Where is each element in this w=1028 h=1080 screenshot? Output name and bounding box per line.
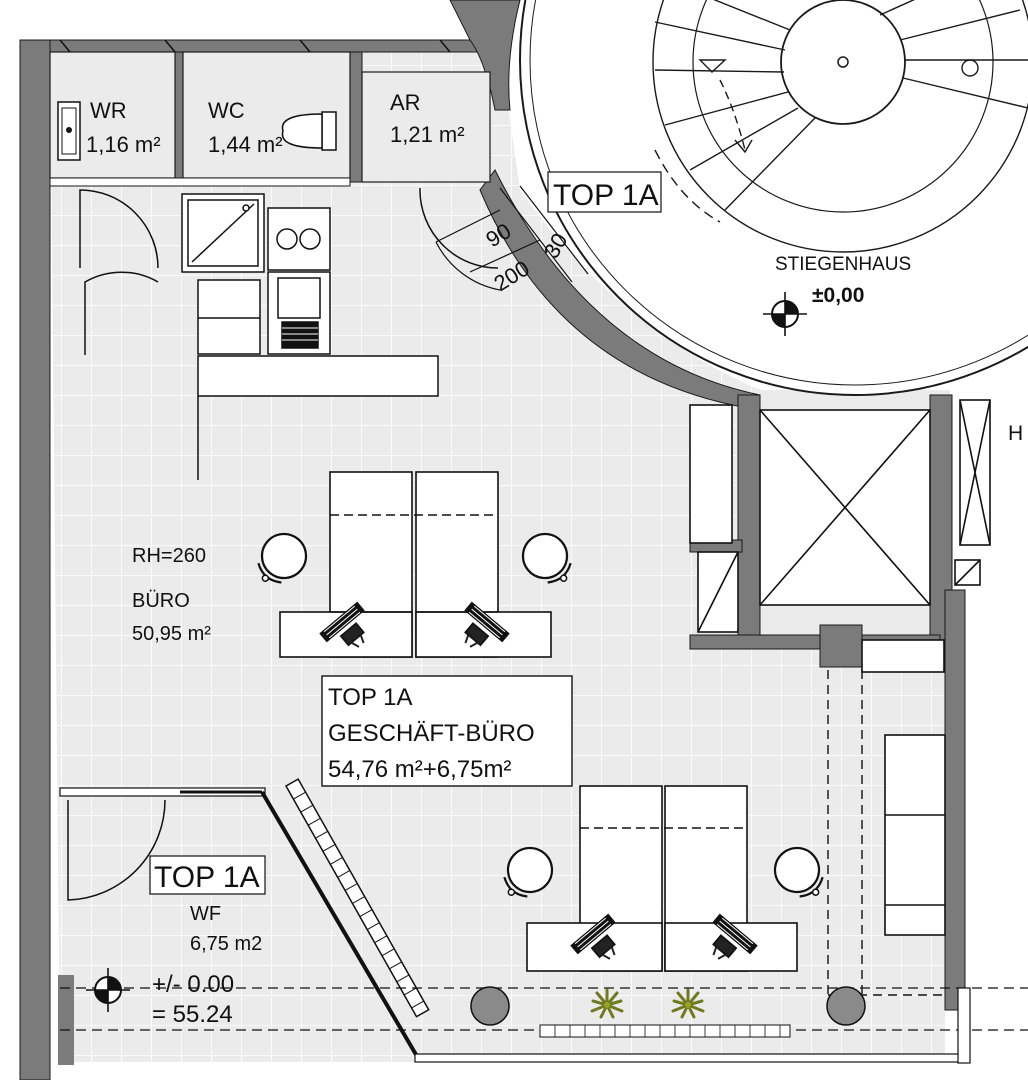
room-ar-area: 1,21 m² <box>390 122 465 147</box>
walls <box>19 0 966 1080</box>
room-wc-name: WC <box>208 98 245 123</box>
unit-box-line3: 54,76 m²+6,75m² <box>328 756 511 783</box>
cut-label: H <box>1008 422 1023 445</box>
level-marker-line1: +/- 0.00 <box>152 971 234 998</box>
office-area: 50,95 m² <box>132 623 211 645</box>
office-name: BÜRO <box>132 590 190 612</box>
stairwell-level: ±0,00 <box>812 284 864 307</box>
stairwell-name: STIEGENHAUS <box>775 254 911 275</box>
wf-partition <box>58 778 430 1065</box>
wf-area: 6,75 m2 <box>190 933 262 955</box>
spiral-staircase <box>519 0 1028 396</box>
unit-box-line2: GESCHÄFT-BÜRO <box>328 720 535 747</box>
wet-rooms <box>49 39 499 355</box>
entrance-tag-box <box>547 171 662 213</box>
toilet-icon <box>281 111 337 151</box>
level-marker-line2: = 55.24 <box>152 1001 233 1028</box>
facade-south <box>60 986 1028 1064</box>
desk-cluster-lower <box>491 785 836 974</box>
wf-unit: TOP 1A <box>154 861 260 894</box>
room-wr-area: 1,16 m² <box>86 132 161 157</box>
kitchen <box>181 193 439 480</box>
room-wc-area: 1,44 m² <box>208 132 283 157</box>
entrance-tag: TOP 1A <box>553 179 659 212</box>
elevator-shaft <box>689 399 991 936</box>
room-ar-name: AR <box>390 90 421 115</box>
stove-icon <box>267 271 331 355</box>
sink-icon <box>57 101 81 161</box>
wf-unit-box <box>149 855 266 895</box>
entrance-door <box>435 185 589 291</box>
desk-cluster-upper <box>245 471 584 662</box>
shower-icon <box>187 199 259 267</box>
wf-name: WF <box>190 903 221 925</box>
unit-box-line1: TOP 1A <box>328 684 413 711</box>
unit-box <box>321 675 573 787</box>
room-wr-name: WR <box>90 98 127 123</box>
office-height: RH=260 <box>132 545 206 567</box>
